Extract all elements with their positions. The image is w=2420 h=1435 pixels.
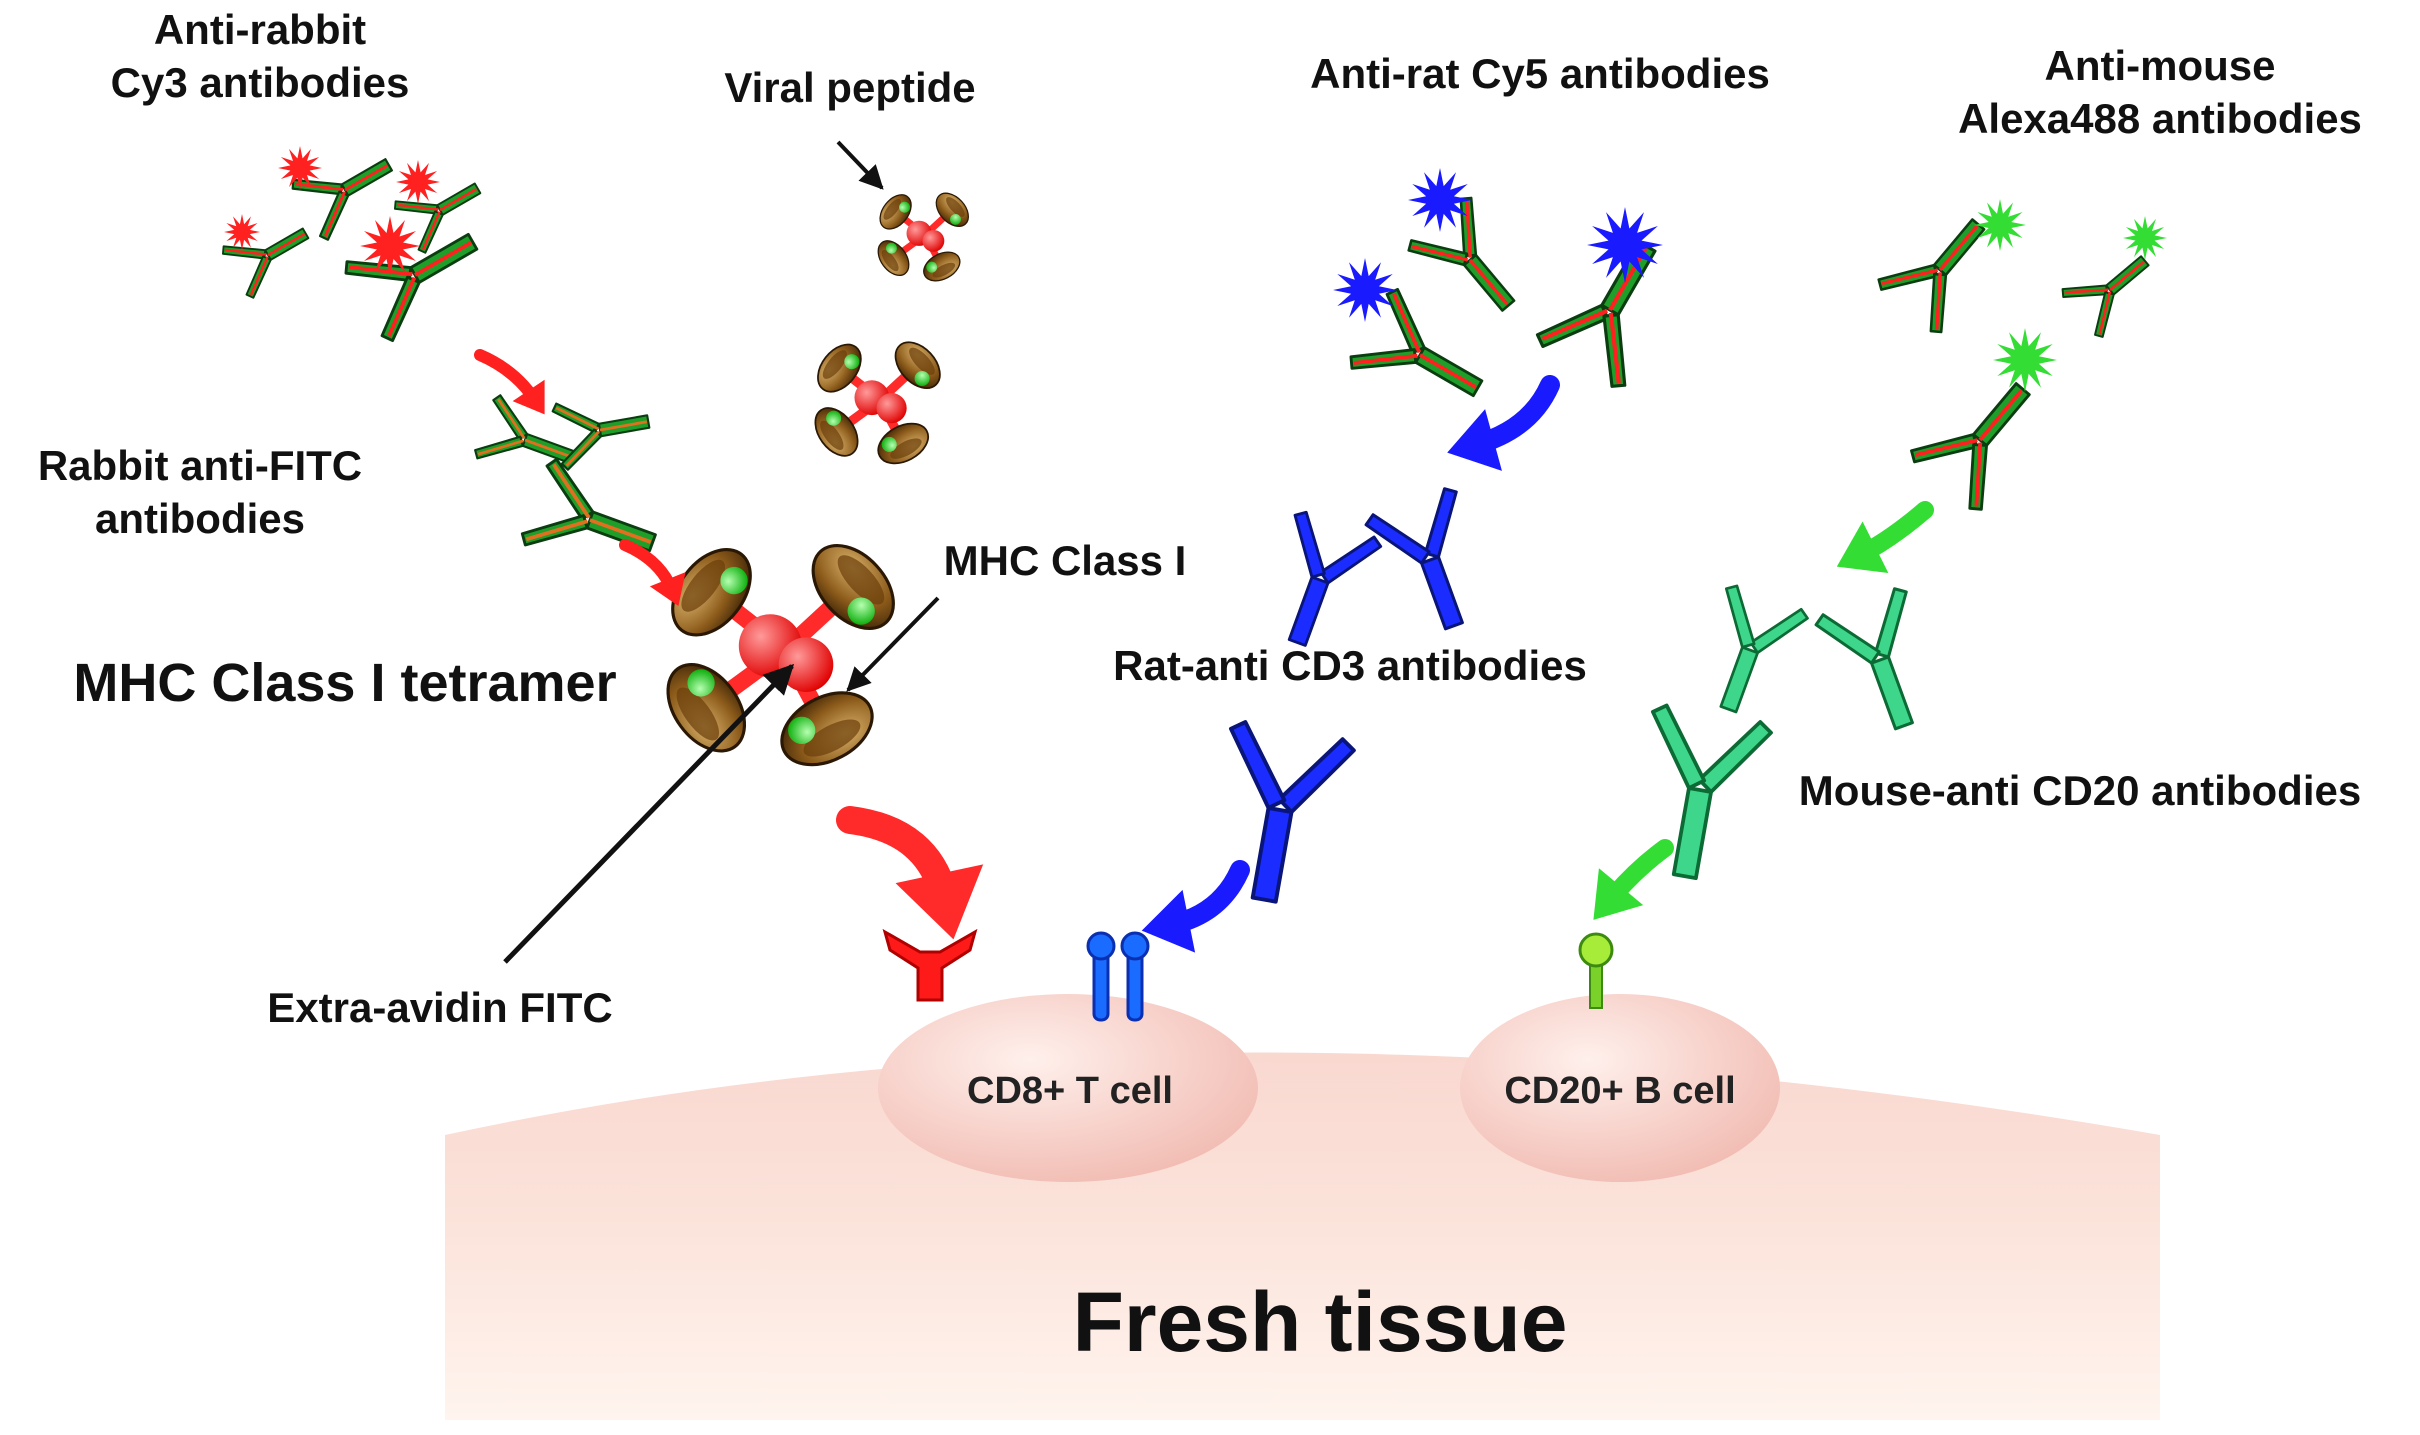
antibody-y-icon xyxy=(221,227,310,299)
mhc-class-i-tetramer-icon xyxy=(666,543,895,767)
label-anti-rabbit: Anti-rabbit Cy3 antibodies xyxy=(80,4,440,109)
curved-arrows xyxy=(474,349,1934,953)
antibody-y-icon xyxy=(1650,703,1773,880)
mhc-class-i-pointer xyxy=(846,596,940,692)
rabbit-anti-fitc-antibodies xyxy=(474,394,657,553)
curved-arrow-icon xyxy=(619,539,686,607)
tcr-receptor-icon xyxy=(882,928,978,1002)
curved-arrow-icon xyxy=(1447,375,1560,471)
fluorophore-star-icon xyxy=(2123,216,2167,260)
curved-arrow-icon xyxy=(474,349,545,415)
fluorophore-star-icon xyxy=(396,160,440,204)
viral-peptide-pointer xyxy=(836,140,884,190)
antibody-y-icon xyxy=(1719,584,1809,714)
mouse-anti-cd20-antibodies xyxy=(1650,584,1914,880)
curved-arrow-icon xyxy=(836,806,984,940)
antibody-y-icon xyxy=(1364,487,1464,631)
label-rat-anti-cd3: Rat-anti CD3 antibodies xyxy=(1113,642,1587,689)
label-extra-avidin: Extra-avidin FITC xyxy=(267,984,613,1031)
antibody-y-icon xyxy=(344,232,479,343)
anti-mouse-alexa488-antibodies xyxy=(1877,199,2167,511)
label-mhc-class-i: MHC Class I xyxy=(943,537,1187,584)
antibody-y-icon xyxy=(2061,255,2150,338)
label-anti-mouse: Anti-mouse Alexa488 antibodies xyxy=(1900,40,2420,145)
label-cd8-cell: CD8+ T cell xyxy=(967,1070,1173,1112)
cd20-b-cell xyxy=(1460,994,1780,1182)
rat-anti-cd3-antibodies xyxy=(1229,487,1464,904)
extra-avidin-pointer xyxy=(503,663,795,964)
label-rabbit-anti-fitc-line1: Rabbit anti-FITC xyxy=(37,442,363,489)
anti-rabbit-cy3-antibodies xyxy=(221,146,482,343)
antibody-y-icon xyxy=(393,182,482,254)
mhc-class-i-tetramer-icon xyxy=(666,543,895,767)
viral-peptide-tetramer-icon xyxy=(814,341,941,465)
label-anti-rabbit-line2: Cy3 antibodies xyxy=(110,58,410,106)
fluorophore-star-icon xyxy=(1974,199,2026,251)
fluorophore-star-icon xyxy=(1587,207,1663,283)
label-anti-mouse-line2: Alexa488 antibodies xyxy=(1958,94,2362,142)
anti-rat-cy5-antibodies xyxy=(1333,168,1663,398)
antibody-y-icon xyxy=(520,457,657,553)
antibody-y-icon xyxy=(1535,240,1657,388)
antibody-y-icon xyxy=(1407,196,1516,312)
label-anti-mouse-line1: Anti-mouse xyxy=(2044,42,2276,89)
antibody-y-icon xyxy=(551,402,651,471)
antibody-y-icon xyxy=(1349,287,1484,398)
antibody-y-icon xyxy=(474,394,575,464)
curved-arrow-icon xyxy=(1836,501,1934,574)
label-anti-rabbit-line1: Anti-rabbit xyxy=(153,6,367,53)
label-mouse-anti-cd20: Mouse-anti CD20 antibodies xyxy=(1798,767,2362,814)
fluorophore-star-icon xyxy=(1408,168,1472,232)
label-rabbit-anti-fitc-line2: antibodies xyxy=(94,494,306,542)
label-mhc-tetramer: MHC Class I tetramer xyxy=(73,653,617,713)
fluorophore-star-icon xyxy=(278,146,322,190)
label-rabbit-anti-fitc: Rabbit anti-FITC antibodies xyxy=(0,440,400,545)
antibody-y-icon xyxy=(1877,218,1986,334)
cd20-receptor-icon xyxy=(1578,932,1614,1009)
label-fresh-tissue: Fresh tissue xyxy=(1072,1275,1568,1369)
antibody-y-icon xyxy=(291,158,393,241)
fluorophore-star-icon xyxy=(224,214,260,250)
label-viral-peptide: Viral peptide xyxy=(724,64,976,111)
antibody-y-icon xyxy=(1910,382,2031,511)
antibody-y-icon xyxy=(1814,587,1914,731)
viral-peptide-tetramer-icon xyxy=(877,192,969,282)
label-anti-rat: Anti-rat Cy5 antibodies xyxy=(1310,50,1770,97)
fluorophore-star-icon xyxy=(1333,258,1397,322)
cd3-receptor-icon xyxy=(1086,931,1150,1022)
viral-peptide-tetramers xyxy=(814,192,969,465)
curved-arrow-icon xyxy=(1141,860,1250,953)
curved-arrow-icon xyxy=(1593,839,1674,920)
cd8-t-cell xyxy=(878,994,1258,1182)
fluorophore-star-icon xyxy=(1993,328,2057,392)
antibody-y-icon xyxy=(1287,510,1383,647)
label-cd20-cell: CD20+ B cell xyxy=(1504,1070,1736,1112)
fluorophore-star-icon xyxy=(360,216,420,276)
antibody-y-icon xyxy=(1229,720,1356,904)
